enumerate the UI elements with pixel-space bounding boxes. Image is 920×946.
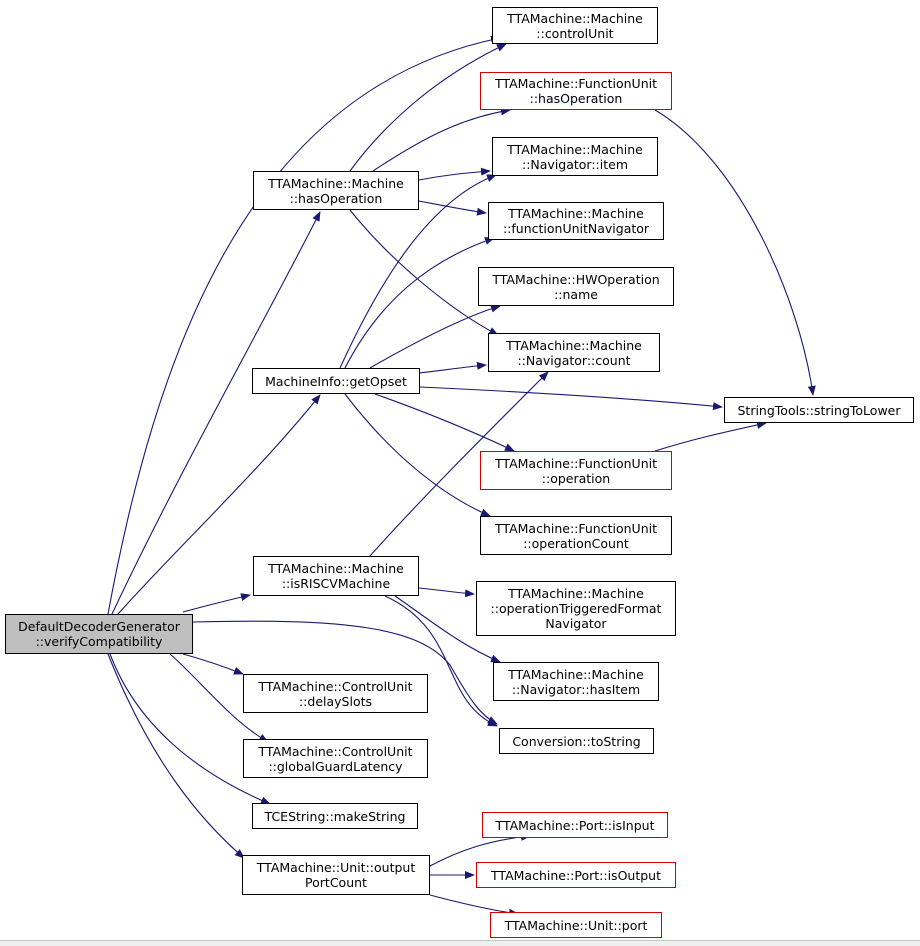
edge-getOpset-to-hwName [369,304,501,369]
edge-fuHasOperation-to-stringToLower [654,109,816,396]
node-label-line: TTAMachine::Machine [268,561,404,576]
node-root[interactable]: DefaultDecoderGenerator::verifyCompatibi… [5,614,193,654]
node-unitPort[interactable]: TTAMachine::Unit::port [490,912,662,938]
node-fuNavigator[interactable]: TTAMachine::Machine::functionUnitNavigat… [488,202,664,240]
scrollbar-track[interactable] [0,940,920,946]
node-label-line: TTAMachine::ControlUnit [258,678,413,694]
edge-fuOperation-to-stringToLower [654,421,767,452]
node-label-line: TTAMachine::Machine [508,586,644,601]
node-stringToLower[interactable]: StringTools::stringToLower [724,397,914,423]
edge-machineHasOperation-to-navItem [418,167,491,181]
edge-root-to-machineHasOperation [111,211,321,615]
node-label-line: ::delaySlots [298,693,373,709]
edge-root-to-controlUnit [107,35,501,615]
node-label-line: TTAMachine::FunctionUnit [495,76,657,91]
edge-isRISCV-to-otfNavigator [418,587,475,598]
node-label-line: ::Navigator::count [517,352,631,368]
edge-root-to-globalGuardLatency [169,653,269,743]
edge-getOpset-to-fuNavigator [344,237,495,369]
edge-root-to-delaySlots [182,653,244,675]
edge-getOpset-to-stringToLower [419,386,723,411]
node-label-line: ::name [554,286,598,302]
node-makeString[interactable]: TCEString::makeString [252,803,418,829]
edge-getOpset-to-navCount [418,361,487,374]
edge-getOpset-to-fuOperationCount [344,393,491,517]
edge-group [107,35,816,917]
node-machineHasOperation[interactable]: TTAMachine::Machine::hasOperation [253,171,419,210]
node-label-line: ::Navigator::hasItem [511,681,641,697]
node-navHasItem[interactable]: TTAMachine::Machine::Navigator::hasItem [493,662,659,701]
node-globalGuardLatency[interactable]: TTAMachine::ControlUnit::globalGuardLate… [243,739,428,778]
edge-getOpset-to-navItem [339,174,497,369]
node-label-line: TCEString::makeString [264,808,406,824]
node-fuOperation[interactable]: TTAMachine::FunctionUnit::operation [480,451,672,490]
node-label-line: TTAMachine::Port::isOutput [491,867,661,883]
node-toString[interactable]: Conversion::toString [499,728,654,754]
edge-isRISCV-to-toString [384,595,498,727]
edge-root-to-toString [192,620,498,725]
edge-root-to-makeString [109,653,271,805]
node-fuHasOperation[interactable]: TTAMachine::FunctionUnit::hasOperation [480,72,672,110]
node-label-line: TTAMachine::HWOperation [492,271,660,287]
node-label-line: ::hasOperation [289,190,383,206]
node-label-line: TTAMachine::FunctionUnit [495,455,657,471]
edge-root-to-outputPortCount [107,653,245,859]
edge-machineHasOperation-to-navCount [349,209,499,336]
node-label-line: ::isRISCVMachine [281,576,391,591]
node-label-line: ::operation [541,470,611,486]
node-label-line: ::controlUnit [536,25,614,41]
node-label-line: TTAMachine::Machine [507,141,643,157]
node-controlUnit[interactable]: TTAMachine::Machine::controlUnit [492,7,658,44]
node-label-line: ::Navigator::item [521,156,629,172]
node-label-line: ::operationTriggeredFormat [490,601,662,616]
edge-machineHasOperation-to-controlUnit [349,43,507,172]
node-navCount[interactable]: TTAMachine::Machine::Navigator::count [488,333,660,372]
node-label-line: TTAMachine::FunctionUnit [495,520,657,536]
node-label-line: PortCount [305,875,367,890]
node-label-line: TTAMachine::Machine [507,10,643,26]
node-label-line: Navigator [545,616,607,631]
edge-isRISCV-to-navHasItem [394,595,501,663]
node-label-line: DefaultDecoderGenerator [18,619,180,634]
node-navItem[interactable]: TTAMachine::Machine::Navigator::item [492,137,658,176]
node-getOpset[interactable]: MachineInfo::getOpset [252,368,420,394]
node-label-line: ::operationCount [523,535,629,551]
node-label-line: Conversion::toString [512,733,641,749]
node-label-line: TTAMachine::Machine [508,666,644,682]
node-label-line: TTAMachine::Unit::port [504,917,648,933]
node-hwName[interactable]: TTAMachine::HWOperation::name [478,267,674,306]
node-label-line: ::hasOperation [529,91,623,106]
node-label-line: ::functionUnitNavigator [502,221,650,236]
edge-root-to-getOpset [117,394,321,615]
edge-isRISCV-to-navCount [369,371,549,557]
node-delaySlots[interactable]: TTAMachine::ControlUnit::delaySlots [243,674,428,713]
node-label-line: MachineInfo::getOpset [265,373,407,389]
edge-root-to-isRISCV [182,593,251,613]
edge-machineHasOperation-to-fuHasOperation [372,107,511,172]
node-label-line: TTAMachine::Machine [508,206,644,221]
edge-machineHasOperation-to-fuNavigator [418,200,487,216]
node-fuOperationCount[interactable]: TTAMachine::FunctionUnit::operationCount [480,516,672,555]
edge-getOpset-to-fuOperation [374,393,515,452]
node-label-line: TTAMachine::Port::isInput [495,817,655,833]
node-isRISCV[interactable]: TTAMachine::Machine::isRISCVMachine [253,556,419,596]
node-isOutput[interactable]: TTAMachine::Port::isOutput [476,862,676,888]
node-label-line: TTAMachine::Machine [506,337,642,353]
node-label-line: StringTools::stringToLower [737,402,901,418]
node-isInput[interactable]: TTAMachine::Port::isInput [482,812,668,838]
node-otfNavigator[interactable]: TTAMachine::Machine::operationTriggeredF… [476,581,676,636]
node-label-line: TTAMachine::Unit::output [256,860,416,875]
node-label-line: ::verifyCompatibility [35,634,163,649]
node-label-line: TTAMachine::ControlUnit [258,743,413,759]
node-label-line: TTAMachine::Machine [268,175,404,191]
node-label-line: ::globalGuardLatency [268,758,403,774]
